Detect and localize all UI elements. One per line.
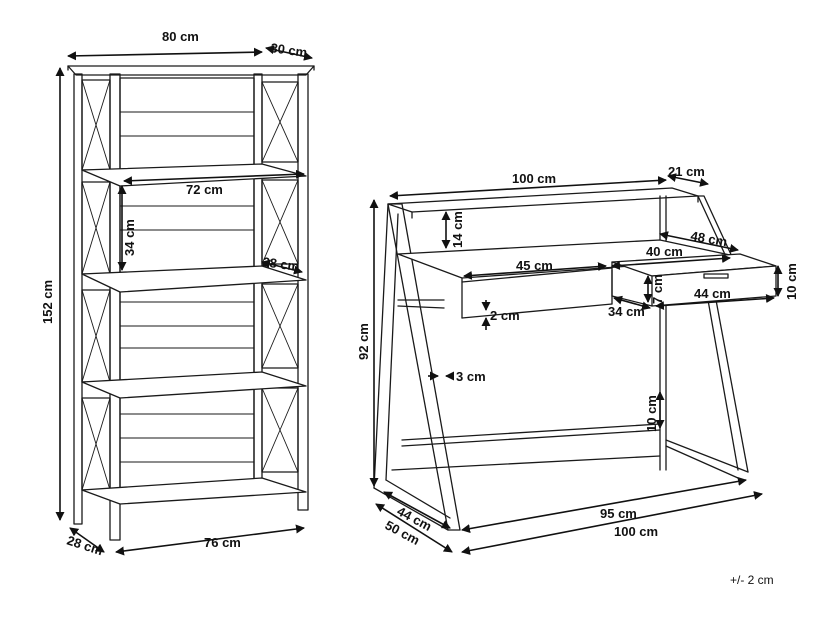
tolerance-note: +/- 2 cm <box>730 573 774 587</box>
label-bookcase-shelf-width: 72 cm <box>186 182 223 197</box>
bookcase-dimensions <box>55 45 313 556</box>
dim-line-depth-top <box>265 45 313 61</box>
label-desk-height: 92 cm <box>356 323 371 360</box>
label-desk-crossbar-height: 10 cm <box>644 395 659 432</box>
label-bookcase-height: 152 cm <box>40 280 55 324</box>
label-bookcase-shelf-depth: 28 cm <box>262 254 301 274</box>
desk-dimensions <box>369 173 783 555</box>
label-bookcase-base-depth: 28 cm <box>65 533 105 559</box>
dim-line-shelf-depth <box>261 259 303 275</box>
dim-line-compartment-width <box>463 262 607 280</box>
label-desk-drawer-inner-height: 7 cm <box>650 274 665 304</box>
label-desk-compartment-width: 45 cm <box>516 258 553 273</box>
label-desk-riser-height: 14 cm <box>450 211 465 248</box>
dim-line-drawer-depth <box>659 231 739 253</box>
dim-line-desk-depth-top <box>667 173 709 187</box>
label-bookcase-width: 80 cm <box>162 29 199 44</box>
dim-line-base-depth <box>375 503 453 553</box>
bookcase-drawing <box>67 65 315 541</box>
dim-line-base-depth <box>69 527 105 553</box>
label-desk-thickness: 2 cm <box>490 308 520 323</box>
label-desk-leg-width: 3 cm <box>456 369 486 384</box>
label-bookcase-depth-top: 30 cm <box>270 40 309 60</box>
label-bookcase-base-width: 76 cm <box>204 535 241 550</box>
dim-line-desk-width-top <box>389 175 667 201</box>
label-desk-drawer-width: 40 cm <box>646 244 683 259</box>
label-desk-drawer-height: 10 cm <box>784 263 799 300</box>
label-desk-drawer-inner-width: 44 cm <box>694 286 731 301</box>
label-desk-drawer-depth: 48 cm <box>689 228 728 249</box>
dim-line-shelf-width <box>123 169 305 186</box>
desk-labels: 100 cm 21 cm 14 cm 48 cm 40 cm 45 cm 10 … <box>356 164 799 548</box>
label-desk-inner-width: 95 cm <box>600 506 637 521</box>
label-desk-depth-top: 21 cm <box>668 164 705 179</box>
label-desk-drawer-inner-depth: 34 cm <box>608 304 645 319</box>
label-desk-width-top: 100 cm <box>512 171 556 186</box>
bookcase-labels: 80 cm 30 cm 72 cm 34 cm 28 cm 152 cm 28 … <box>40 29 308 558</box>
dim-line-drawer-width <box>611 254 731 270</box>
dim-line-base-width <box>115 524 305 556</box>
dim-line-drawer-inner-depth <box>613 295 651 311</box>
label-desk-base-width: 100 cm <box>614 524 658 539</box>
dim-line-drawer-inner-width <box>655 294 775 310</box>
label-bookcase-shelf-gap: 34 cm <box>122 219 137 256</box>
dim-line-base-width <box>461 491 763 555</box>
dim-line-width <box>67 47 263 61</box>
